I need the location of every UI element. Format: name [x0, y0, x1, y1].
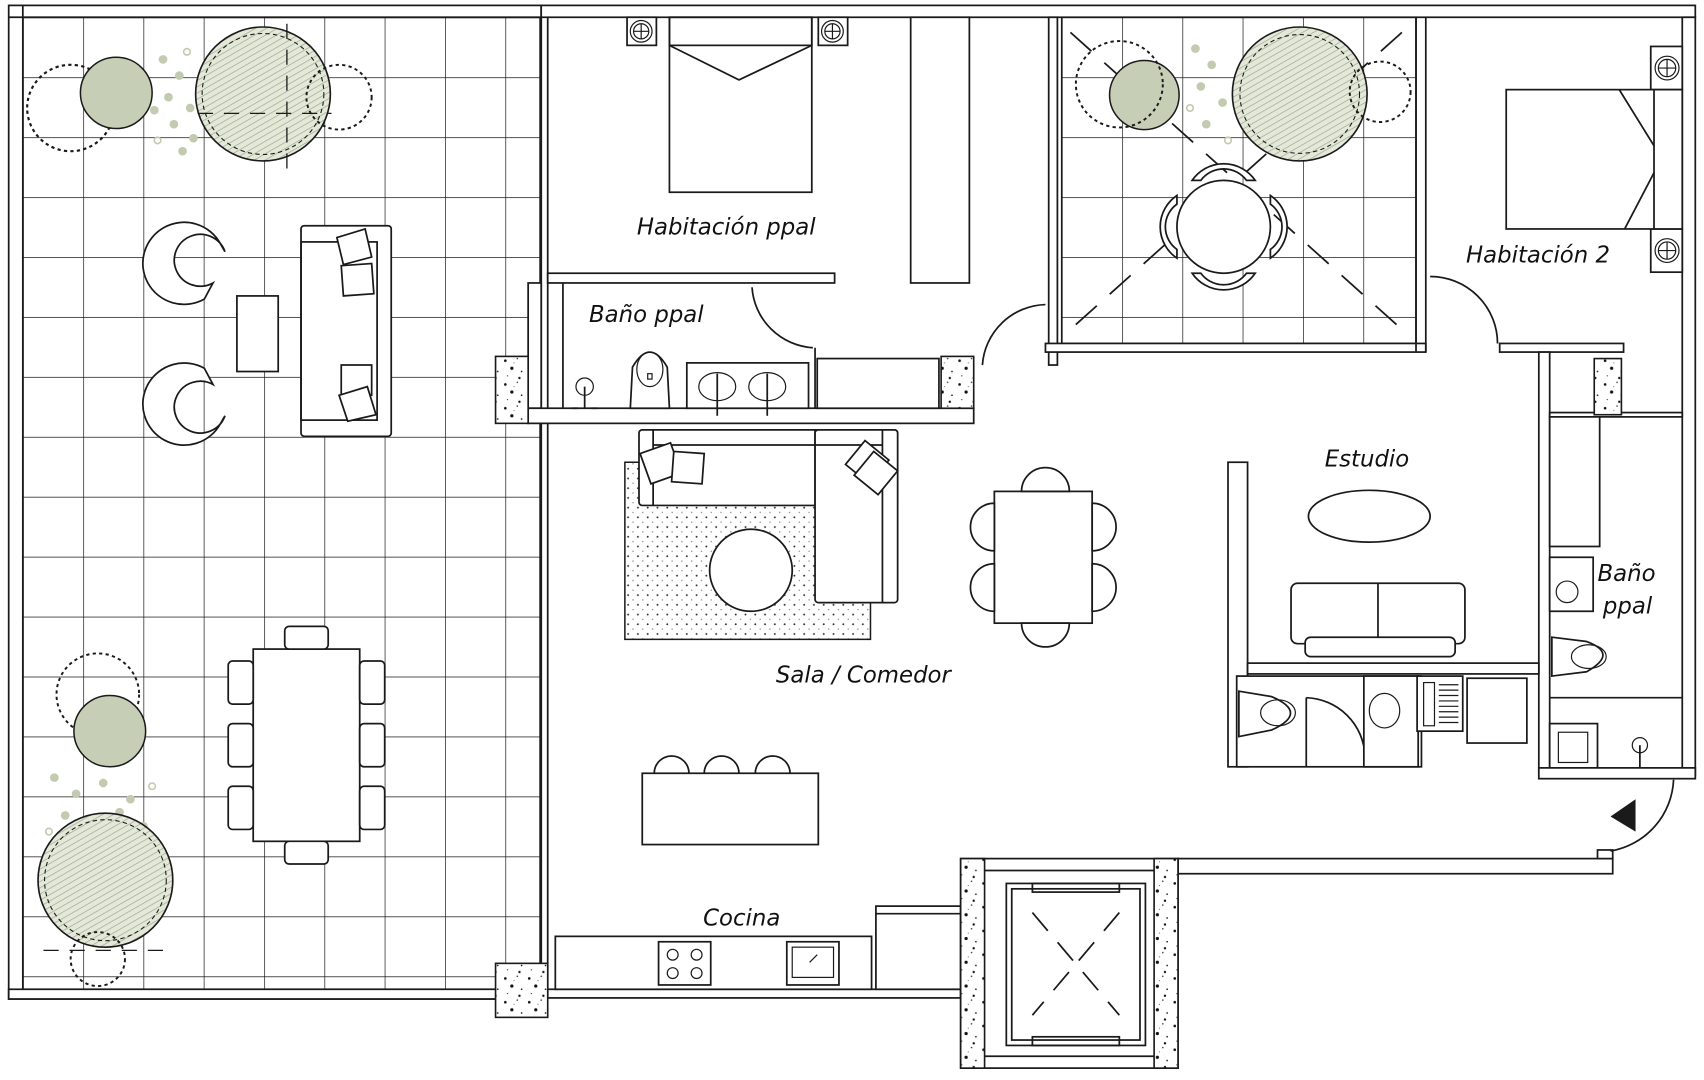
- outdoor-armchair-bottom: [142, 362, 226, 446]
- stove-icon: [657, 940, 712, 986]
- door-swing: [1430, 275, 1499, 344]
- study-sofa: [1290, 582, 1466, 658]
- room-label-estudio: Estudio: [1325, 447, 1410, 473]
- bedroom-main: Habitación ppal: [546, 16, 971, 284]
- plant-icon: [37, 652, 174, 988]
- dining-table: [969, 466, 1117, 648]
- sink-icon: [685, 362, 810, 416]
- bed: [1505, 88, 1684, 230]
- kitchen: Cocina: [494, 755, 962, 1019]
- outdoor-armchair-top: [142, 221, 226, 306]
- outdoor-sofa: [300, 224, 393, 438]
- room-label-bano-ppal-2-line2: ppal: [1602, 594, 1653, 620]
- terrace: [7, 4, 543, 1000]
- entry-door[interactable]: [1596, 779, 1675, 860]
- elevator-icon: [959, 857, 1179, 1069]
- room-label-habitacion-ppal: Habitación ppal: [637, 214, 816, 240]
- plant-icon: [26, 23, 373, 171]
- living-dining: Sala / Comedor: [624, 428, 1117, 689]
- bathroom-main: Baño ppal: [494, 282, 975, 425]
- coffee-table: [708, 528, 794, 613]
- toilet-icon: [1550, 636, 1607, 678]
- outdoor-coffee-table: [236, 295, 280, 373]
- round-dining-table: [1159, 162, 1288, 291]
- bed: [668, 16, 813, 194]
- room-label-sala-comedor: Sala / Comedor: [776, 663, 953, 689]
- dining-nook: [1044, 16, 1427, 366]
- kitchen-island: [641, 755, 820, 846]
- study: Estudio: [1227, 447, 1540, 768]
- hvac-unit: [1416, 675, 1464, 733]
- sink-icon: [785, 940, 840, 986]
- bathroom-2: Baño ppal: [1537, 351, 1697, 780]
- door-swing: [981, 303, 1046, 366]
- toilet-icon: [629, 351, 671, 410]
- room-label-cocina: Cocina: [703, 906, 780, 932]
- shower-icon: [571, 377, 598, 410]
- sectional-sofa: [638, 428, 899, 604]
- room-label-habitacion-2: Habitación 2: [1466, 243, 1610, 269]
- toilet-icon: [1238, 690, 1296, 738]
- bedroom-2: Habitación 2: [1466, 45, 1684, 353]
- entry-arrow-icon: [1610, 799, 1636, 832]
- room-label-bano-ppal: Baño ppal: [589, 302, 704, 328]
- room-label-bano-ppal-2-line1: Baño: [1598, 561, 1656, 587]
- outdoor-dining-table: [227, 625, 386, 865]
